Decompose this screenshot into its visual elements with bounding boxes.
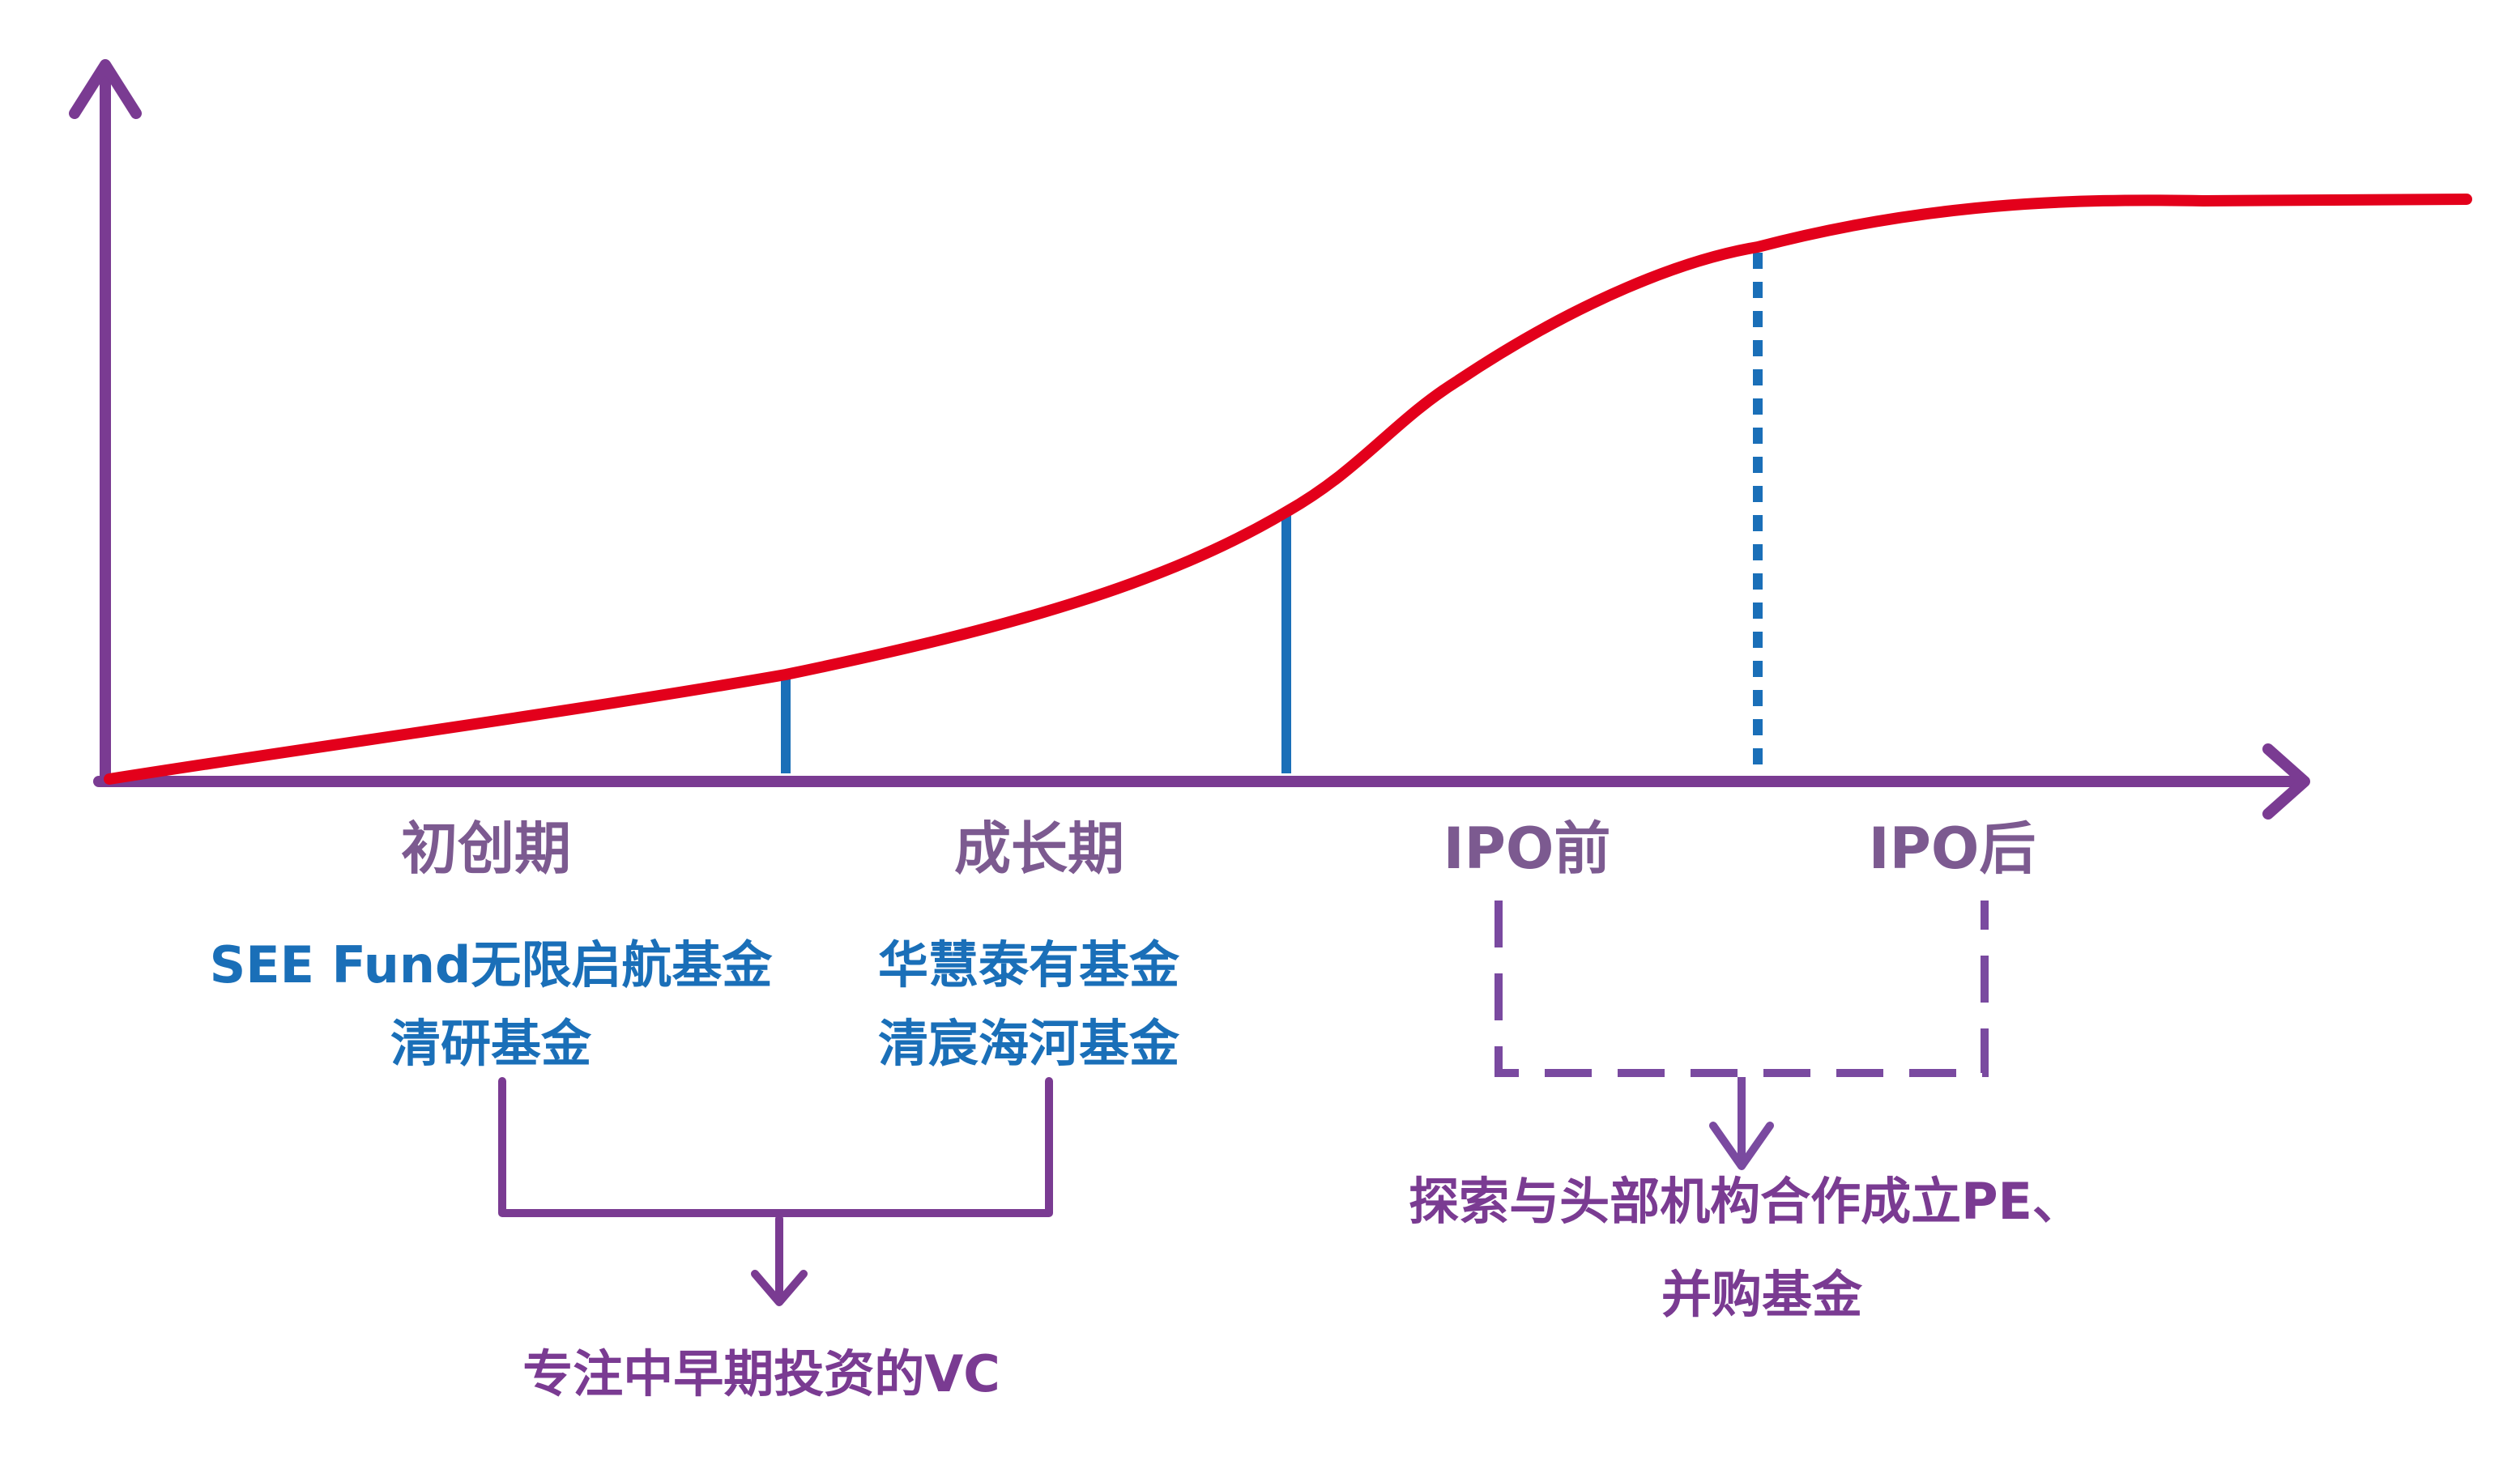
stage-label-post-ipo: IPO后	[1869, 815, 2036, 882]
stage-labels: 初创期 成长期 IPO前 IPO后	[401, 815, 2036, 882]
growth-curve	[104, 194, 2472, 785]
pe-bracket-arrowhead	[1709, 1122, 1774, 1170]
summary-pe-line2: 并购基金	[1661, 1265, 1863, 1324]
vc-bracket-arrowhead	[751, 1270, 808, 1306]
axes	[69, 59, 2310, 820]
fund-early-1: SEE Fund无限启航基金	[210, 935, 774, 994]
summary-labels: 专注中早期投资的VC 探索与头部机构合作成立PE、 并购基金	[522, 1172, 2083, 1403]
pe-bracket	[1495, 901, 1989, 1170]
pe-bracket-line	[1495, 901, 1989, 1077]
fund-early-2: 清研基金	[390, 1014, 592, 1073]
fund-growth-2: 清宸海河基金	[878, 1014, 1180, 1073]
x-axis-arrowhead	[2262, 743, 2310, 820]
stage-label-early: 初创期	[401, 815, 571, 882]
fund-growth-1: 华慧泰有基金	[878, 935, 1180, 994]
fund-labels: SEE Fund无限启航基金 清研基金 华慧泰有基金 清宸海河基金	[210, 935, 1180, 1073]
y-axis-arrowhead	[69, 59, 142, 119]
stage-label-pre-ipo: IPO前	[1443, 815, 1611, 882]
summary-vc: 专注中早期投资的VC	[522, 1344, 1000, 1403]
stage-dividers	[781, 253, 1763, 773]
stage-label-growth: 成长期	[954, 815, 1124, 882]
vc-bracket	[498, 1077, 1053, 1306]
summary-pe-line1: 探索与头部机构合作成立PE、	[1409, 1172, 2083, 1231]
vc-bracket-line	[498, 1077, 1053, 1217]
